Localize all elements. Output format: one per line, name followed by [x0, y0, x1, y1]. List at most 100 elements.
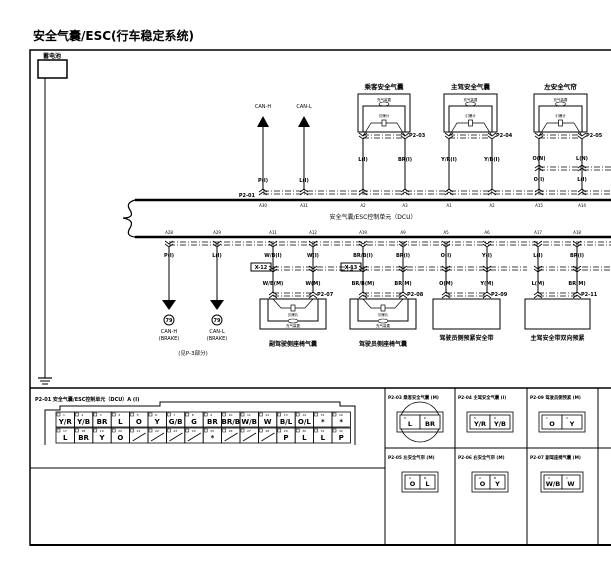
- pin-marker: [111, 412, 116, 417]
- pin-number: 3: [100, 413, 102, 417]
- inflator-label: 充气装置: [376, 323, 390, 328]
- module-name: 主驾安全带双向预紧: [530, 334, 584, 342]
- connector-pin: 3BR: [92, 411, 112, 428]
- pin-color: Y/R: [58, 418, 73, 426]
- inflator-label: 充气装置: [464, 97, 478, 102]
- igniter-icon: [381, 119, 387, 127]
- pin-color: *: [321, 418, 325, 426]
- pin-label: A2: [360, 203, 366, 208]
- pin-color: G/B: [169, 418, 183, 426]
- connector-terminal-icon: [572, 291, 582, 299]
- connector-terminal-icon: [258, 188, 268, 196]
- pin-number: 27: [247, 429, 251, 433]
- connector-pin: 30L: [294, 427, 315, 444]
- connector-terminal-icon: [400, 188, 410, 196]
- pin-number: 10: [229, 413, 233, 417]
- pin-color: L: [63, 434, 68, 442]
- pin-number: 1: [63, 413, 65, 417]
- module-name: 驾驶员侧预紧安全带: [438, 334, 493, 342]
- connector-pin: 20O: [110, 427, 130, 444]
- igniter-icon: [558, 119, 563, 127]
- pin-label: A5: [443, 230, 449, 235]
- pin-label: A14: [578, 203, 586, 208]
- pin-color: Y/R: [473, 420, 486, 428]
- connector-housing: [44, 401, 356, 445]
- connector-terminal-icon: [308, 291, 318, 299]
- pin-color: L: [408, 420, 412, 428]
- igniter-icon: [380, 304, 386, 312]
- wire-label: BR(I): [570, 253, 584, 259]
- wire-label: O(N): [532, 156, 545, 162]
- wire-label: W/B(I): [264, 253, 282, 259]
- connector-terminal-icon: [487, 132, 497, 140]
- pin-color: O: [117, 434, 123, 442]
- arrow-up-icon: [257, 116, 269, 127]
- connector-terminal-icon: [482, 240, 492, 248]
- wire-label: BR/B(M): [352, 281, 375, 287]
- pin-label: A3: [402, 203, 408, 208]
- pin-color: L: [302, 434, 307, 442]
- pin-marker: [56, 428, 61, 433]
- pin-unused: [132, 432, 146, 442]
- pin-color: O: [136, 418, 142, 426]
- connector-terminal-icon: [358, 240, 368, 248]
- connector-pin: 29P: [276, 427, 296, 444]
- connector-terminal-icon: [268, 291, 278, 299]
- pin-marker: [185, 428, 190, 433]
- pin-color: O: [480, 480, 486, 488]
- pin-color: *: [339, 418, 343, 426]
- pin-marker: [222, 428, 226, 433]
- pin-marker: [277, 412, 282, 417]
- page-ref-icon: [211, 314, 223, 326]
- wire-label: Y(M): [479, 281, 493, 287]
- connector-pin: 8G: [184, 411, 204, 428]
- pin-color: O: [410, 480, 416, 488]
- pin-marker: [111, 428, 116, 433]
- pin-number: 1: [566, 476, 568, 480]
- wire-label: L(I): [533, 253, 543, 259]
- connector-terminal-icon: [482, 291, 492, 299]
- module-name: 乘客安全气囊: [364, 82, 405, 91]
- connector-pin: 23/: [165, 427, 186, 444]
- arrow-up-icon: [298, 116, 310, 127]
- pin-label: A17: [534, 230, 542, 235]
- igniter-label: 引爆计: [379, 113, 390, 118]
- connector-pin: 25*: [202, 427, 222, 444]
- battery-label: 蓄电池: [43, 52, 61, 60]
- pin-color: O: [549, 420, 555, 428]
- connector-panel-pin: [419, 414, 441, 430]
- pin-number: 17: [63, 429, 67, 433]
- pin-label: A15: [535, 203, 543, 208]
- module-name: 左安全气帘: [543, 82, 577, 91]
- connector-panel-pin: [489, 474, 506, 490]
- connector-panel-header: P2-07 副驾座椅气囊 (M): [530, 454, 581, 461]
- pin-marker: [314, 428, 318, 433]
- module-name: 驾驶员侧座椅气囊: [358, 340, 408, 348]
- arrow-down-icon: [162, 300, 176, 310]
- pin-marker: [75, 428, 79, 433]
- pin-number: 6: [155, 413, 157, 417]
- wire-label: BR(M): [568, 281, 585, 287]
- pin-color: L: [321, 434, 326, 442]
- pin-color: BR/B: [221, 418, 240, 426]
- connector-terminal-icon: [358, 188, 368, 196]
- connector-panel-pin: [561, 414, 583, 430]
- connector-label: P2-03: [409, 133, 426, 139]
- pin-color: W/B: [241, 418, 257, 426]
- pin-color: W/B: [546, 480, 561, 488]
- connector-pin: 11W/B: [239, 411, 259, 428]
- can-bottom-label: CAN-H: [161, 329, 177, 335]
- connector-pin: 17L: [55, 427, 75, 444]
- pin-number: 18: [81, 429, 85, 433]
- pin-color: L: [118, 418, 123, 426]
- pin-number: 2: [548, 476, 550, 480]
- pin-marker: [167, 412, 171, 417]
- connector-panel-pin: [489, 414, 511, 430]
- pin-color: Y: [494, 480, 500, 488]
- splice-box: [250, 262, 272, 272]
- pin-number: 6: [494, 416, 496, 420]
- connector-pin: 15*: [313, 411, 333, 428]
- connector-terminal-icon: [533, 291, 543, 299]
- pin-marker: [185, 412, 190, 417]
